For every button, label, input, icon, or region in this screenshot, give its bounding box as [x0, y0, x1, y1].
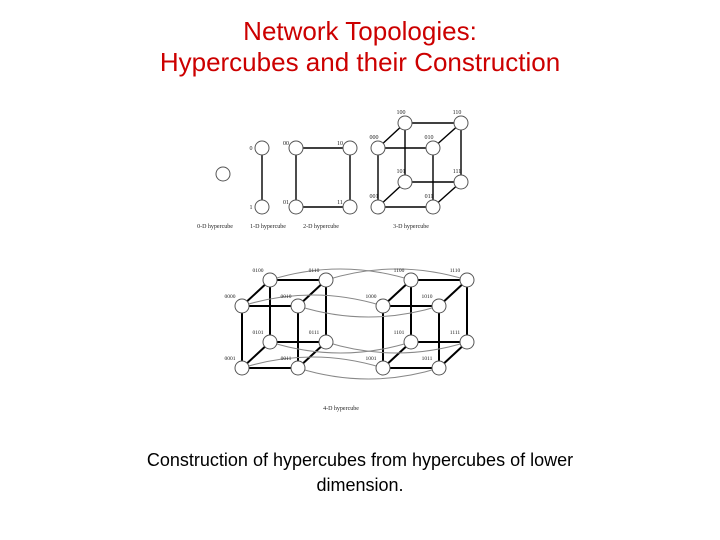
cube4-node-label: 0110 — [309, 268, 320, 274]
cube4-node-label: 1101 — [394, 330, 405, 336]
cube4-link-edge — [325, 268, 468, 281]
cube2-node-label: 11 — [337, 200, 343, 206]
cube3-node — [453, 115, 469, 131]
cube3-node-label: 010 — [425, 135, 434, 141]
cube4-link-edge — [297, 367, 440, 380]
cube1-node-label: 1 — [250, 205, 253, 211]
cube4-node — [262, 334, 278, 350]
cube3-node-label: 000 — [370, 135, 379, 141]
cube4-node-label: 0010 — [281, 294, 292, 300]
cube1-label: 1-D hypercube — [250, 224, 286, 230]
cube2-node-label: 10 — [337, 141, 343, 147]
cube4-node — [290, 298, 306, 314]
hypercube-nodes — [215, 115, 475, 376]
cube4-node-label: 1011 — [422, 356, 433, 362]
cube2-node — [288, 199, 304, 215]
cube3-node — [425, 140, 441, 156]
cube3-node-label: 110 — [453, 110, 462, 116]
slide-caption: Construction of hypercubes from hypercub… — [146, 450, 574, 495]
cube4-node — [431, 298, 447, 314]
cube4-node — [234, 360, 250, 376]
cube4-node — [318, 334, 334, 350]
cube3-node — [397, 174, 413, 190]
title-line-2: Hypercubes and their Construction — [159, 47, 561, 77]
cube4-node-label: 0000 — [225, 294, 236, 300]
cube4-node — [403, 272, 419, 288]
cube4-link-edge — [241, 356, 384, 369]
cube4-node-label: 1110 — [450, 268, 461, 274]
cube4-node — [375, 298, 391, 314]
cube4-link-edge — [269, 341, 412, 354]
cube4-node — [375, 360, 391, 376]
cube1-node — [254, 140, 270, 156]
cube3-node-label: 011 — [425, 194, 434, 200]
cube4-node-label: 0001 — [225, 356, 236, 362]
cube3-node — [370, 140, 386, 156]
cube2-node-label: 01 — [283, 200, 289, 206]
cube4-node — [459, 272, 475, 288]
cube0-label: 0-D hypercube — [197, 224, 233, 230]
cube4-node-label: 0111 — [309, 330, 320, 336]
cube4-node-label: 1100 — [394, 268, 405, 274]
cube3-node-label: 100 — [397, 110, 406, 116]
cube4-link-edge — [325, 341, 468, 354]
cube3-node — [370, 199, 386, 215]
cube4-label: 4-D hypercube — [323, 406, 359, 412]
cube4-node-label: 0101 — [253, 330, 264, 336]
cube4-node-label: 0011 — [281, 356, 292, 362]
cube4-node — [403, 334, 419, 350]
cube4-link-edge — [297, 305, 440, 318]
cube1-node-label: 0 — [250, 146, 253, 152]
cube2-node — [342, 140, 358, 156]
cube3-node — [397, 115, 413, 131]
cube4-link-edge — [269, 268, 412, 281]
slide-title: Network Topologies: Hypercubes and their… — [0, 16, 720, 78]
cube4-link-edge — [241, 294, 384, 307]
cube0-node — [215, 166, 231, 182]
cube3-node-label: 001 — [370, 194, 379, 200]
cube4-node — [459, 334, 475, 350]
cube2-node — [342, 199, 358, 215]
cube3-label: 3-D hypercube — [393, 224, 429, 230]
cube4-node-label: 0100 — [253, 268, 264, 274]
cube4-node — [431, 360, 447, 376]
cube4-node-label: 1111 — [450, 330, 461, 336]
cube3-node-label: 111 — [453, 169, 462, 175]
cube2-label: 2-D hypercube — [303, 224, 339, 230]
cube3-node-label: 101 — [397, 169, 406, 175]
cube2-node — [288, 140, 304, 156]
cube4-node-label: 1010 — [422, 294, 433, 300]
cube3-node — [453, 174, 469, 190]
cube2-node-label: 00 — [283, 141, 289, 147]
cube4-node-label: 1001 — [366, 356, 377, 362]
cube4-node — [262, 272, 278, 288]
cube4-node — [234, 298, 250, 314]
title-line-1: Network Topologies: — [243, 16, 477, 46]
cube4-node — [290, 360, 306, 376]
cube4-node — [318, 272, 334, 288]
cube3-node — [425, 199, 441, 215]
cube4-node-label: 1000 — [366, 294, 377, 300]
cube1-node — [254, 199, 270, 215]
